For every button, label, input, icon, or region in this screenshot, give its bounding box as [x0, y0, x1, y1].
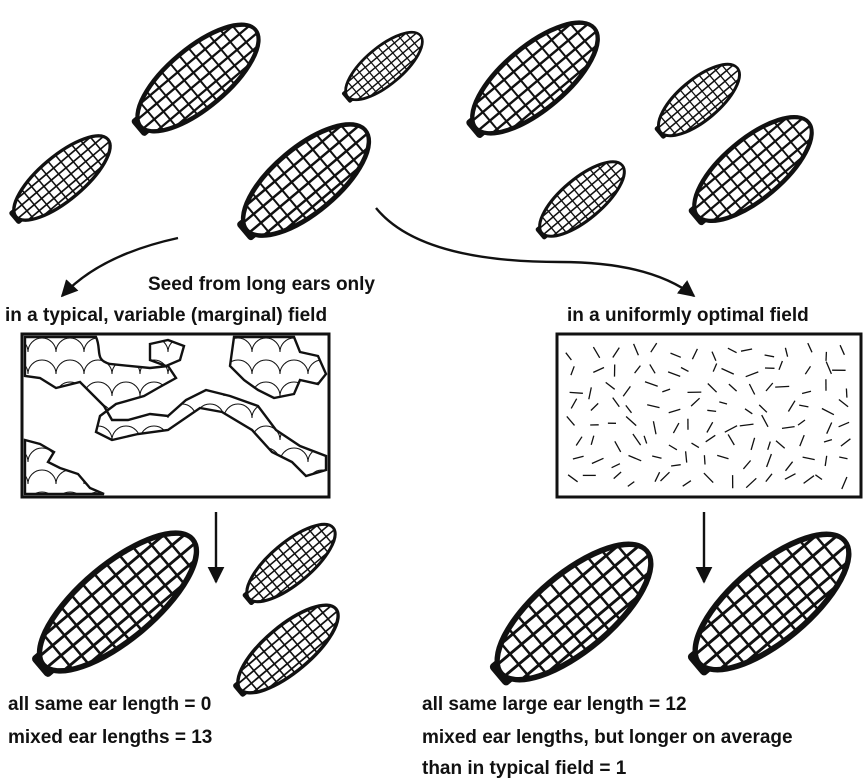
- corn-ear-icon: [216, 96, 395, 264]
- left-field-title: in a typical, variable (marginal) field: [5, 304, 327, 328]
- right-result-line3: than in typical field = 1: [422, 757, 626, 781]
- field-dash: [570, 392, 583, 393]
- left-result-line2: mixed ear lengths = 13: [8, 726, 212, 750]
- corn-ear-icon: [446, 0, 624, 161]
- corn-ear-icon: [218, 584, 358, 714]
- selection-instruction: Seed from long ears only: [148, 273, 375, 297]
- corn-ear-icon: [522, 143, 641, 254]
- corn-ear-icon: [8, 499, 229, 704]
- field-dash: [775, 386, 789, 387]
- left-result-line1: all same ear length = 0: [8, 693, 211, 717]
- variable-field-map: [22, 334, 329, 497]
- corn-ear-icon: [465, 510, 683, 713]
- corn-ear-icon: [330, 16, 438, 117]
- corn-ear-icon: [0, 116, 129, 241]
- corn-ear-icon: [229, 506, 353, 621]
- right-result-line2: mixed ear lengths, but longer on average: [422, 726, 793, 750]
- uniform-field-map: [557, 334, 861, 497]
- field-dash: [704, 455, 705, 464]
- right-result-line1: all same large ear length = 12: [422, 693, 687, 717]
- right-field-title: in a uniformly optimal field: [567, 304, 809, 328]
- corn-ear-icon: [641, 46, 756, 153]
- arrow-icon: [376, 208, 694, 296]
- corn-ear-icon: [112, 0, 283, 158]
- field-dash: [846, 389, 847, 398]
- corn-ear-icon: [663, 500, 865, 703]
